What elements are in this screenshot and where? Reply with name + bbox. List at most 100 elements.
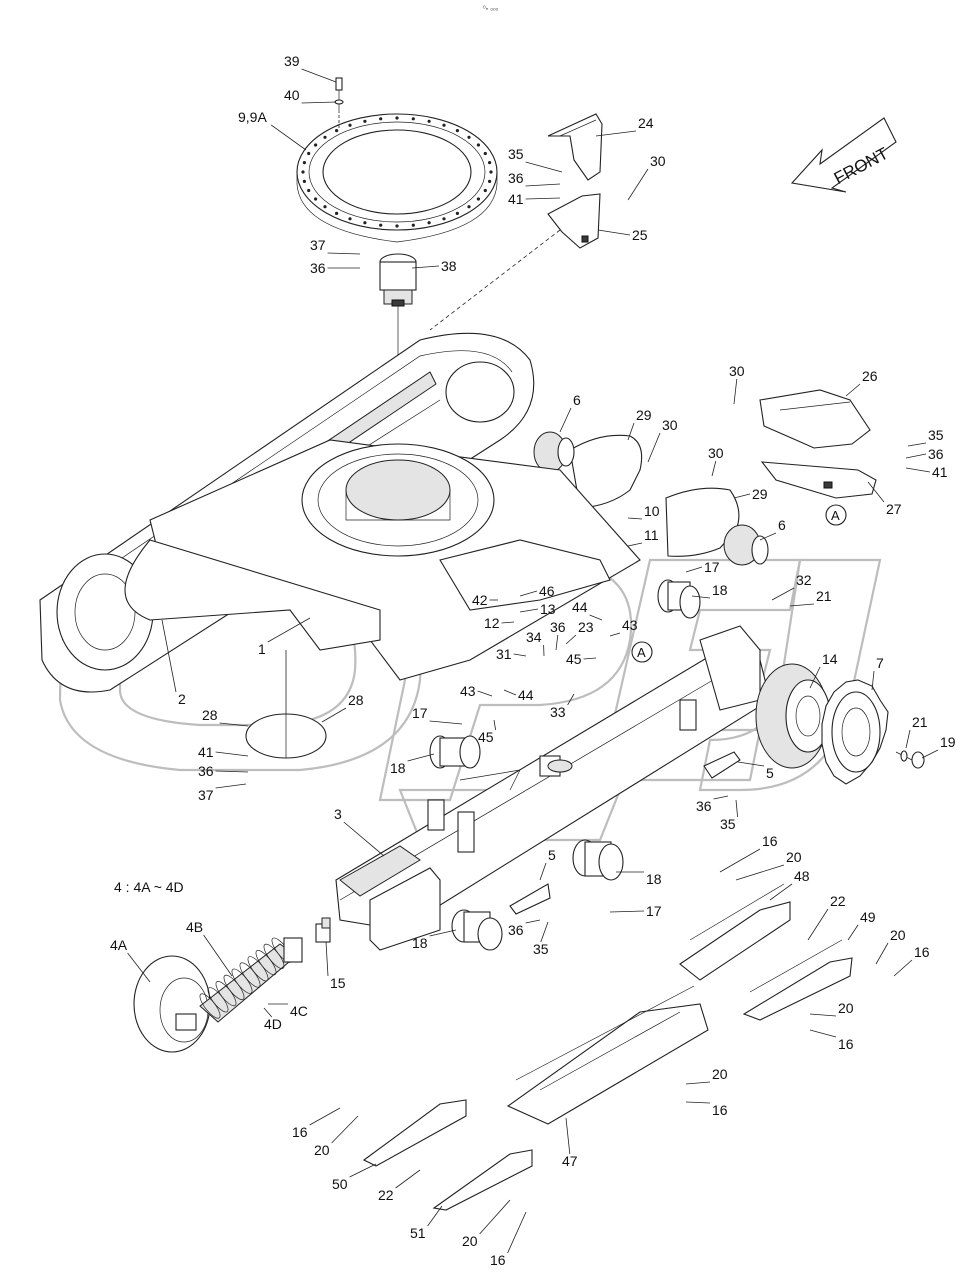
detail-ref-a1: A	[825, 504, 847, 526]
ring-bolt-hole	[455, 211, 459, 215]
ring-bolt-hole	[483, 188, 487, 193]
leader-line-25	[597, 229, 631, 236]
callout-16a: 16	[762, 833, 778, 849]
callout-49: 49	[860, 909, 876, 925]
leader-line-36b	[525, 183, 561, 187]
leader-line-38	[411, 265, 440, 269]
leader-line-44a	[589, 614, 603, 621]
leader-line-39	[301, 68, 337, 83]
callout-20b: 20	[890, 927, 906, 943]
leader-line-45a	[583, 657, 597, 660]
callout-20e: 20	[314, 1142, 330, 1158]
callout-30c: 30	[729, 363, 745, 379]
leader-line-40	[301, 101, 337, 104]
cover-29b	[665, 487, 740, 557]
callout-17b: 17	[412, 705, 428, 721]
leader-line-10	[627, 517, 643, 520]
leader-line-20c	[809, 1013, 837, 1017]
callout-37b: 37	[198, 787, 214, 803]
cover-29a	[569, 434, 643, 509]
leader-line-13	[519, 608, 539, 613]
callout-15: 15	[330, 975, 346, 991]
callout-16c: 16	[838, 1036, 854, 1052]
callout-36c: 36	[928, 446, 944, 462]
callout-29b: 29	[752, 486, 768, 502]
leader-line-17b	[429, 720, 463, 725]
ring-bolt-hole	[302, 161, 306, 165]
callout-9: 9,9A	[238, 109, 267, 125]
leader-line-49	[847, 924, 859, 941]
callout-6b: 6	[778, 517, 786, 533]
assembly-note: 4 : 4A ~ 4D	[114, 879, 184, 895]
cover-26	[759, 389, 871, 449]
ring-bolt-hole	[395, 116, 399, 120]
leader-line-20d	[685, 1081, 711, 1085]
callout-36f: 36	[696, 798, 712, 814]
bracket-25	[429, 193, 601, 331]
adjuster-15	[315, 917, 331, 943]
leader-line-21a	[789, 603, 815, 607]
leader-line-32	[771, 587, 795, 601]
leader-lines	[127, 68, 939, 1254]
leader-line-36d	[555, 634, 559, 651]
callout-13: 13	[540, 601, 556, 617]
leader-line-30d	[711, 460, 717, 477]
ring-bolt-hole	[442, 123, 446, 127]
callout-31: 31	[496, 646, 512, 662]
callout-46: 46	[539, 583, 555, 599]
callout-17c: 17	[646, 903, 662, 919]
leader-line-35a	[525, 161, 563, 173]
detail-ref-a2: A	[631, 641, 653, 663]
ring-bolt-hole	[363, 119, 367, 123]
ring-bolt-hole	[335, 129, 339, 133]
callout-19: 19	[940, 734, 956, 750]
leader-line-6b	[759, 532, 777, 541]
header-mark: ᵒₙ ₒₒₒ	[483, 5, 499, 12]
leader-line-5a	[737, 761, 765, 767]
leader-line-29a	[627, 422, 635, 441]
leader-line-20b	[875, 942, 889, 965]
leader-line-30a	[627, 168, 649, 201]
leader-line-41a	[525, 197, 561, 200]
ring-bolt-hole	[379, 223, 383, 227]
callout-51: 51	[410, 1225, 426, 1241]
guard-51	[432, 1149, 533, 1211]
bolt-39	[334, 77, 344, 128]
bracket-27	[760, 461, 877, 499]
ring-bolt-hole	[476, 197, 480, 201]
leader-line-36e	[215, 770, 249, 773]
ring-bolt-hole	[467, 205, 471, 209]
leader-line-4B	[203, 934, 233, 977]
leader-line-28a	[219, 722, 249, 727]
callout-20f: 20	[462, 1233, 478, 1249]
callout-45b: 45	[478, 729, 494, 745]
center-frame	[124, 439, 641, 681]
ring-bolt-hole	[427, 221, 431, 225]
travel-motor-6b	[723, 524, 769, 566]
ring-bolt-hole	[314, 143, 318, 147]
guard-50	[362, 1099, 467, 1167]
callout-3: 3	[334, 806, 342, 822]
callout-30d: 30	[708, 445, 724, 461]
leader-line-18d	[429, 929, 457, 937]
ring-bolt-hole	[363, 221, 367, 225]
callout-20d: 20	[712, 1066, 728, 1082]
ring-bolt-hole	[442, 217, 446, 221]
ring-bolt-hole	[301, 170, 305, 174]
callout-18c: 18	[646, 871, 662, 887]
callout-24: 24	[638, 115, 654, 131]
callout-14: 14	[822, 651, 838, 667]
leader-line-47	[565, 1117, 571, 1155]
sprocket-7	[821, 679, 889, 785]
callout-22a: 22	[830, 893, 846, 909]
leader-line-9	[270, 124, 307, 151]
callout-38: 38	[441, 258, 457, 274]
bolt-19	[895, 750, 925, 769]
leader-line-45b	[493, 719, 496, 731]
leader-line-12	[501, 621, 515, 624]
front-arrow: FRONT	[790, 117, 897, 193]
ring-bolt-hole	[307, 151, 311, 156]
leader-line-17c	[609, 910, 645, 913]
ring-bolt-hole	[323, 205, 327, 209]
callout-16b: 16	[914, 944, 930, 960]
